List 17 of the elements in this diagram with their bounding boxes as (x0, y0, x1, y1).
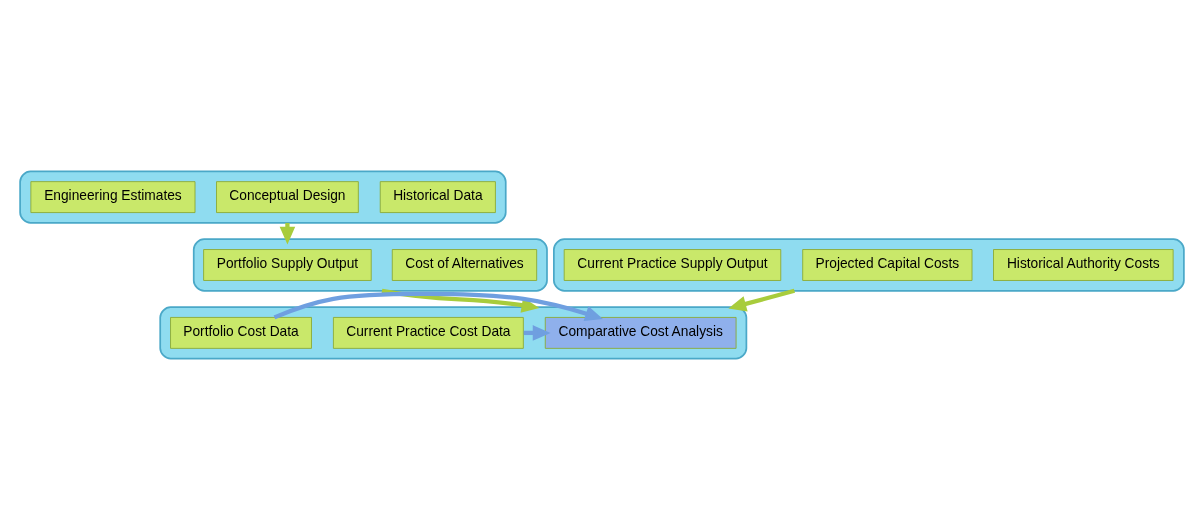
arrow (728, 288, 795, 311)
node-box: Historical Data (379, 180, 496, 213)
node-box: Current Practice Cost Data (332, 316, 524, 349)
node-box: Engineering Estimates (30, 180, 196, 213)
node-box: Historical Authority Costs (993, 248, 1174, 281)
node-box: Comparative Cost Analysis (544, 316, 737, 349)
node-box: Portfolio Cost Data (170, 316, 312, 349)
node-box: Cost of Alternatives (391, 248, 538, 281)
arrow (273, 291, 603, 321)
cluster (192, 237, 548, 292)
cluster (553, 237, 1185, 292)
cluster (19, 169, 507, 224)
arrow (381, 288, 540, 313)
node-box: Current Practice Supply Output (563, 248, 782, 281)
node-box: Projected Capital Costs (802, 248, 973, 281)
node-box: Portfolio Supply Output (203, 248, 372, 281)
node-box: Conceptual Design (216, 180, 359, 213)
